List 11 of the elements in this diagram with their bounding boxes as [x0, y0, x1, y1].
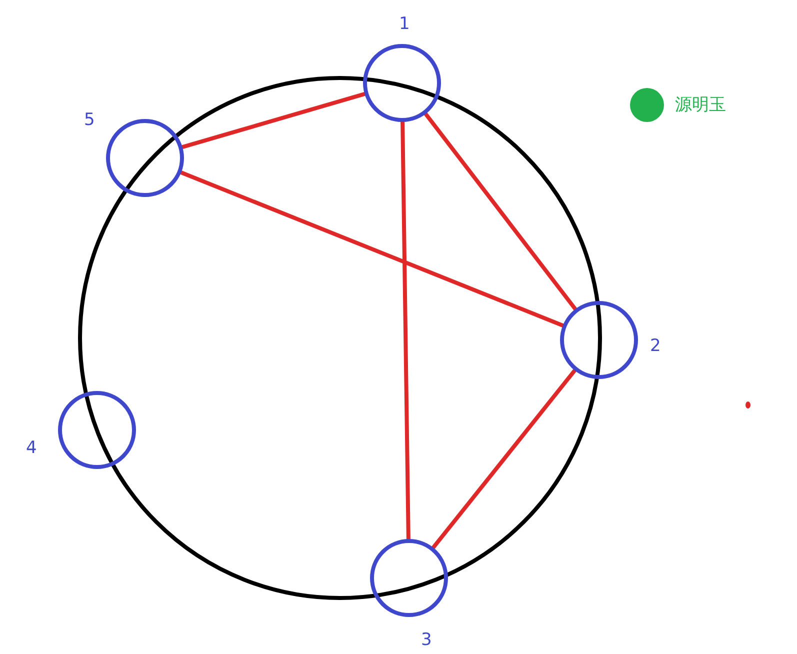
connector-line — [400, 120, 410, 540]
node-number: 1 — [399, 14, 410, 34]
node-number: 2 — [650, 336, 661, 356]
connector-line — [431, 368, 577, 550]
connector-line — [424, 112, 578, 312]
connector-line — [180, 92, 366, 150]
node-number: 5 — [84, 110, 95, 130]
node-number: 4 — [26, 438, 37, 458]
user-name-label: 源明玉 — [675, 95, 726, 115]
connector-line — [180, 170, 564, 328]
node-number: 3 — [421, 630, 432, 650]
